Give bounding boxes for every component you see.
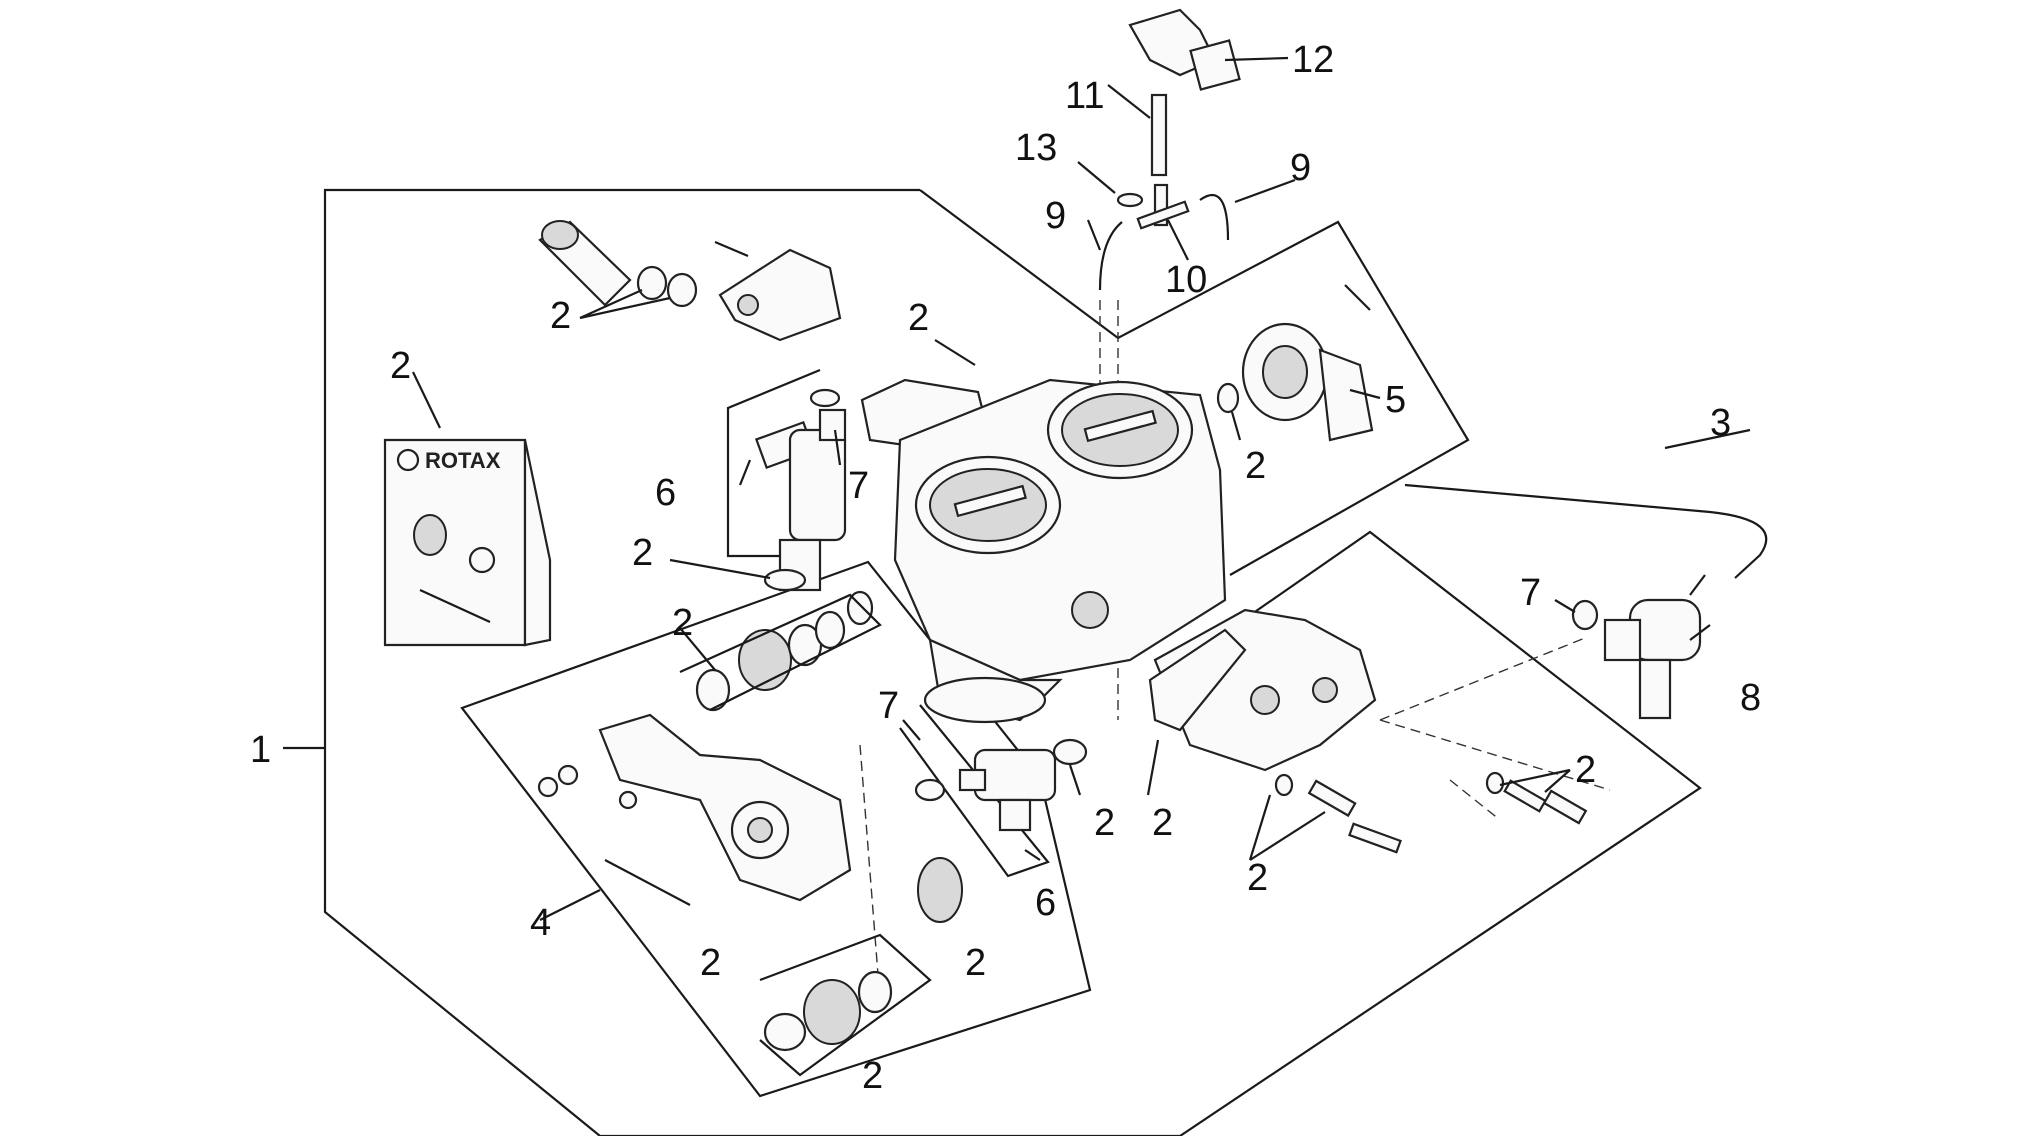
fuel-pressure-regulator [1603, 574, 1706, 720]
kit-2-lower-box [759, 933, 932, 1077]
kit-6-outline-upper [726, 368, 821, 558]
callout-1: 1 [250, 729, 271, 771]
group-1-outline [323, 188, 1702, 1136]
callout-2-spring-lower: 2 [862, 1055, 883, 1097]
callout-2-injector-lower: 2 [1094, 802, 1115, 844]
callout-2-spring-upper: 2 [672, 602, 693, 644]
housing-gasket [1148, 628, 1247, 732]
callout-6-upper: 6 [655, 472, 676, 514]
fuel-hose [1404, 483, 1768, 579]
callout-13: 13 [1015, 127, 1057, 169]
callout-labels: 1 2 2 2 2 2 2 2 2 2 2 2 2 2 3 4 5 6 6 7 … [250, 39, 1761, 1097]
callout-7-lower: 7 [878, 685, 899, 727]
guide-line [1449, 779, 1501, 821]
return-spring-kit-lower [763, 857, 963, 1052]
callout-2-spring-mid: 2 [965, 942, 986, 984]
throttle-linkage-assembly [537, 713, 852, 906]
banjo-bolt-with-washers [538, 220, 698, 308]
fuel-injector-upper [754, 388, 847, 592]
vacuum-pipe [1150, 93, 1168, 177]
throttle-body [893, 378, 1227, 724]
callout-2-screws: 2 [1247, 857, 1268, 899]
callout-4: 4 [530, 902, 551, 944]
callout-2-right: 2 [1575, 749, 1596, 791]
callout-11: 11 [1065, 75, 1104, 117]
callout-5: 5 [1385, 379, 1406, 421]
callout-6-lower: 6 [1035, 882, 1056, 924]
regulator-o-ring [1571, 599, 1599, 631]
callout-2-manual: 2 [390, 345, 411, 387]
return-spring-kit-upper [695, 590, 874, 712]
map-sensor [1128, 8, 1241, 91]
callout-7-upper: 7 [848, 465, 869, 507]
callout-2-injector-seal: 2 [632, 532, 653, 574]
callout-7-right: 7 [1520, 572, 1541, 614]
callout-2-banjo: 2 [550, 295, 571, 337]
guide-line [1379, 637, 1586, 721]
cable-bracket [714, 240, 842, 342]
guide-line [859, 744, 881, 1001]
fuel-injector-lower [958, 748, 1057, 832]
guide-line [1379, 719, 1611, 791]
callout-2-sensor: 2 [1245, 445, 1266, 487]
sensor-o-ring [1216, 382, 1240, 414]
callout-2-housing: 2 [1152, 802, 1173, 844]
callout-2-bracket: 2 [908, 297, 929, 339]
callout-2-link: 2 [700, 942, 721, 984]
rotax-logo-text: ROTAX [425, 448, 501, 473]
callout-9-left: 9 [1045, 195, 1066, 237]
callout-8: 8 [1740, 677, 1761, 719]
vacuum-hose-right [1199, 193, 1230, 241]
o-ring-small [1116, 192, 1144, 208]
callout-12: 12 [1292, 39, 1334, 81]
injector-lower-o-ring [1052, 738, 1088, 766]
leader-lines [283, 56, 1751, 921]
injector-seal [763, 568, 807, 592]
screws-right [1274, 771, 1588, 854]
throttle-position-sensor [1241, 284, 1374, 442]
callout-10: 10 [1165, 259, 1207, 301]
group-1-outline-top [919, 189, 1470, 576]
callout-9-right: 9 [1290, 147, 1311, 189]
rotax-manual-kit: ROTAX [383, 438, 552, 647]
injector-lower-seal [914, 778, 946, 802]
t-fitting [1136, 183, 1190, 230]
callout-3: 3 [1710, 402, 1731, 444]
kit-2-upper-box [679, 593, 882, 711]
vacuum-hose-left [1098, 221, 1123, 291]
